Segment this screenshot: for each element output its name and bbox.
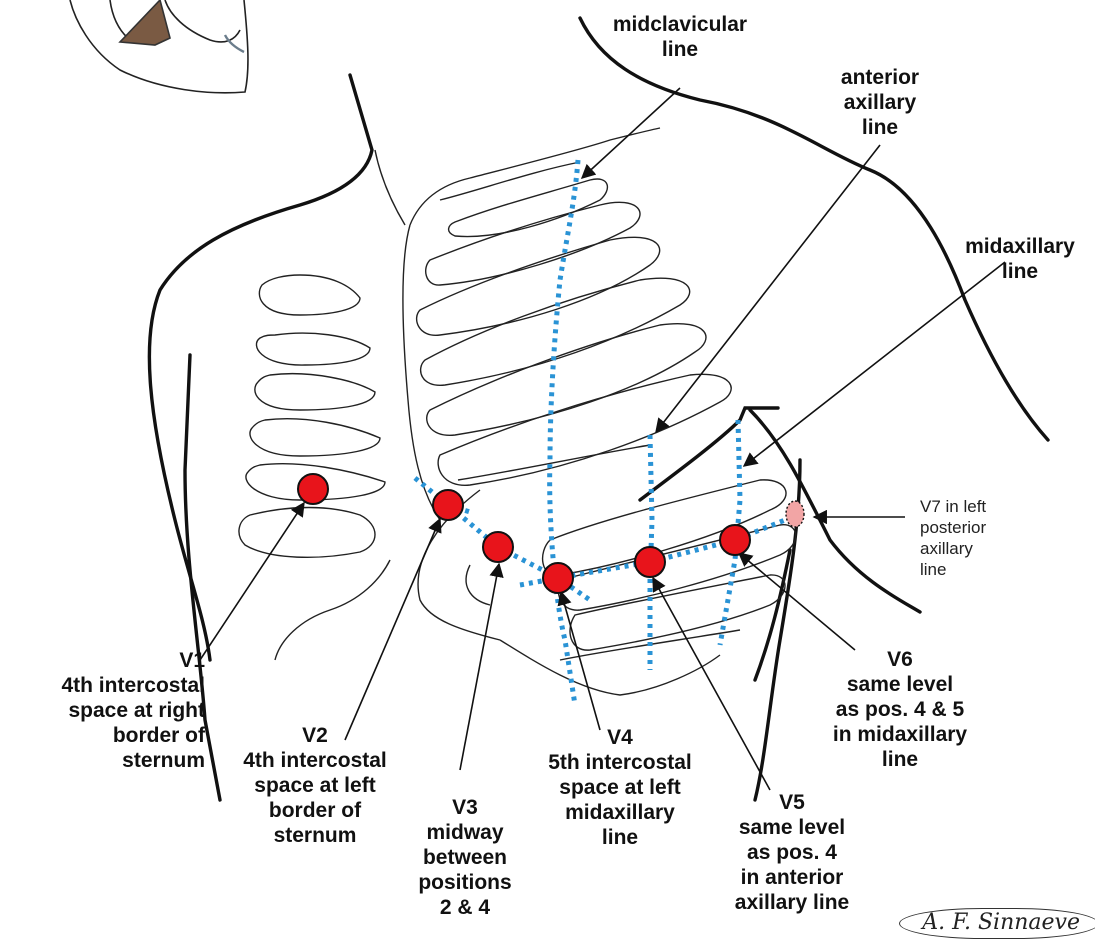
v7-desc-2: posterior [920, 517, 986, 538]
v1-desc-3: border of [10, 723, 205, 748]
artist-signature: A. F. Sinnaeve [899, 908, 1095, 939]
v3-desc-4: 2 & 4 [395, 895, 535, 920]
midclavicular-label-line2: line [610, 37, 750, 62]
v5-label: V5 same level as pos. 4 in anterior axil… [712, 790, 872, 915]
rib-cage-outline [239, 128, 796, 695]
v3-leader [460, 564, 499, 770]
v7-desc-3: axillary [920, 538, 986, 559]
v6-name: V6 [810, 647, 990, 672]
v1-desc-1: 4th intercostal [10, 673, 205, 698]
anterior-axillary-label-line1: anterior [820, 65, 940, 90]
anterior-axillary-label-line3: line [820, 115, 940, 140]
v6-desc-1: same level [810, 672, 990, 697]
v4-desc-4: line [525, 825, 715, 850]
anterior-axillary-label-line2: axillary [820, 90, 940, 115]
doctor-illustration [70, 0, 248, 93]
v2-name: V2 [225, 723, 405, 748]
anterior-axillary-label: anterior axillary line [820, 65, 940, 140]
v1-label: V1 4th intercostal space at right border… [10, 648, 205, 773]
v2-desc-3: border of [225, 798, 405, 823]
v4-name: V4 [525, 725, 715, 750]
v6-label: V6 same level as pos. 4 & 5 in midaxilla… [810, 647, 990, 772]
midaxillary-leader [744, 262, 1005, 466]
v7-desc-4: line [920, 559, 986, 580]
v1-desc-4: sternum [10, 748, 205, 773]
midaxillary-label: midaxillary line [950, 234, 1090, 284]
midaxillary-label-line1: midaxillary [950, 234, 1090, 259]
electrode-v2 [433, 490, 463, 520]
v5-desc-1: same level [712, 815, 872, 840]
electrode-v4 [543, 563, 573, 593]
v2-desc-2: space at left [225, 773, 405, 798]
electrode-v5 [635, 547, 665, 577]
v3-desc-1: midway [395, 820, 535, 845]
v6-desc-4: line [810, 747, 990, 772]
midclavicular-guide-line [550, 160, 578, 705]
v5-desc-4: axillary line [712, 890, 872, 915]
v4-leader [561, 592, 600, 730]
electrode-v6 [720, 525, 750, 555]
electrode-v1 [298, 474, 328, 504]
v6-leader [739, 553, 855, 650]
v5-desc-2: as pos. 4 [712, 840, 872, 865]
v4-label: V4 5th intercostal space at left midaxil… [525, 725, 715, 850]
electrode-v3 [483, 532, 513, 562]
midclavicular-label-line1: midclavicular [610, 12, 750, 37]
v7-desc-1: V7 in left [920, 496, 986, 517]
v7-label: V7 in left posterior axillary line [920, 496, 986, 580]
v6-desc-3: in midaxillary [810, 722, 990, 747]
v6-desc-2: as pos. 4 & 5 [810, 697, 990, 722]
v1-name: V1 [10, 648, 205, 673]
v3-desc-2: between [395, 845, 535, 870]
v5-name: V5 [712, 790, 872, 815]
v5-desc-3: in anterior [712, 865, 872, 890]
v4-desc-1: 5th intercostal [525, 750, 715, 775]
v3-desc-3: positions [395, 870, 535, 895]
midclavicular-leader [582, 88, 680, 178]
v2-desc-4: sternum [225, 823, 405, 848]
v4-desc-3: midaxillary [525, 800, 715, 825]
v4-desc-2: space at left [525, 775, 715, 800]
v3-name: V3 [395, 795, 535, 820]
midaxillary-label-line2: line [950, 259, 1090, 284]
midclavicular-label: midclavicular line [610, 12, 750, 62]
v2-desc-1: 4th intercostal [225, 748, 405, 773]
v2-label: V2 4th intercostal space at left border … [225, 723, 405, 848]
electrode-v7 [786, 501, 804, 527]
v3-label: V3 midway between positions 2 & 4 [395, 795, 535, 920]
v1-desc-2: space at right [10, 698, 205, 723]
